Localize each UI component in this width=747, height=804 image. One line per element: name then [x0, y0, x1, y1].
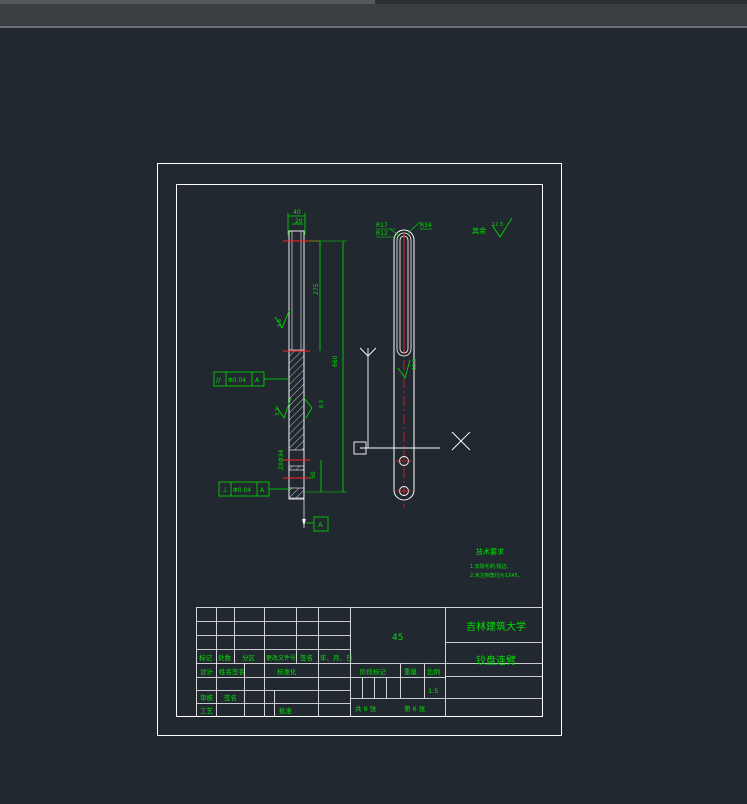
remaining-roughness-note: 其余 12.5 [472, 217, 513, 238]
school-name: 吉林建筑大学 [466, 620, 526, 633]
svg-text:2.未注倒角均为1X45。: 2.未注倒角均为1X45。 [470, 572, 523, 579]
radius-inner: R12 [376, 230, 388, 237]
roughness-2: 3.2 [275, 408, 281, 416]
radius-arc: R34 [420, 222, 432, 229]
radius-outer: R17 [376, 222, 388, 229]
front-view: R17 R12 R34 12.5 [376, 221, 432, 508]
svg-text:签名: 签名 [224, 693, 237, 702]
title-block-text: 45 吉林建筑大学 铰盘连臂 标记 处数 分区 更改文件号 签名 年、月、日 设… [199, 620, 526, 715]
roughness-3: 6.3 [319, 400, 325, 408]
cad-viewport[interactable]: 40 20 275 660 50 2XΦ34 [0, 30, 747, 804]
dim-slot-length: 275 [313, 283, 320, 295]
svg-text:⊥: ⊥ [222, 486, 228, 494]
side-view: 40 20 275 660 50 2XΦ34 [213, 209, 347, 532]
svg-text:姓名签名: 姓名签名 [219, 667, 245, 676]
svg-text:其余: 其余 [472, 226, 486, 235]
svg-text:处数: 处数 [218, 653, 232, 662]
cad-drawing[interactable]: 40 20 275 660 50 2XΦ34 [0, 30, 747, 804]
svg-text:12.5: 12.5 [492, 222, 503, 228]
material-label: 45 [392, 633, 403, 643]
hole-note: 2XΦ34 [278, 450, 285, 470]
dim-total-length: 660 [332, 355, 339, 367]
toolbar-strip-right [375, 0, 747, 4]
svg-text:更改文件号: 更改文件号 [266, 654, 296, 662]
datum-a-marker: A [306, 516, 329, 532]
parallel-tolerance-frame: // Φ0.04 A [213, 371, 289, 387]
svg-text:批准: 批准 [279, 706, 293, 715]
svg-text:工艺: 工艺 [200, 707, 214, 715]
top-toolbar [0, 0, 747, 28]
dim-end-length: 50 [310, 471, 317, 479]
svg-text:Φ0.04: Φ0.04 [233, 487, 251, 494]
title-block [196, 607, 543, 717]
svg-text:1:5: 1:5 [428, 687, 438, 695]
svg-text:标准化: 标准化 [277, 667, 297, 676]
dim-overall-width: 40 [293, 209, 301, 216]
svg-text:标记: 标记 [199, 653, 213, 662]
svg-text:重量: 重量 [404, 668, 418, 676]
svg-text:分区: 分区 [242, 653, 256, 662]
dim-inner-width: 20 [295, 218, 303, 225]
svg-text:年、月、日: 年、月、日 [320, 653, 353, 662]
ucs-axes-icon: Y X [0, 30, 471, 455]
svg-text:设计: 设计 [200, 667, 214, 676]
tech-requirements: 技术要求 1.去除毛刺,锐边。 2.未注倒角均为1X45。 [470, 547, 523, 579]
svg-text:共 8 张: 共 8 张 [355, 704, 377, 713]
svg-text:A: A [255, 377, 260, 384]
sheet-outer-border [157, 163, 562, 736]
toolbar-strip-left [0, 0, 375, 4]
svg-text:审核: 审核 [200, 693, 214, 702]
part-name: 铰盘连臂 [476, 654, 516, 667]
sheet-inner-border [176, 184, 543, 717]
svg-text://: // [216, 376, 221, 384]
svg-text:Φ0.04: Φ0.04 [228, 377, 246, 384]
svg-text:签名: 签名 [300, 653, 313, 662]
svg-text:1.去除毛刺,锐边。: 1.去除毛刺,锐边。 [470, 563, 511, 570]
svg-text:A: A [260, 487, 265, 494]
svg-text:X: X [0, 30, 1, 31]
svg-text:阶段标记: 阶段标记 [360, 667, 387, 676]
svg-text:第 6 张: 第 6 张 [404, 704, 426, 713]
perpendicular-tolerance-frame: ⊥ Φ0.04 A [218, 481, 289, 497]
svg-text:技术要求: 技术要求 [476, 547, 504, 556]
roughness-1: 1.6 [277, 319, 283, 327]
svg-text:比例: 比例 [427, 667, 440, 676]
roughness-4: 12.5 [412, 359, 418, 370]
svg-text:A: A [318, 521, 323, 529]
